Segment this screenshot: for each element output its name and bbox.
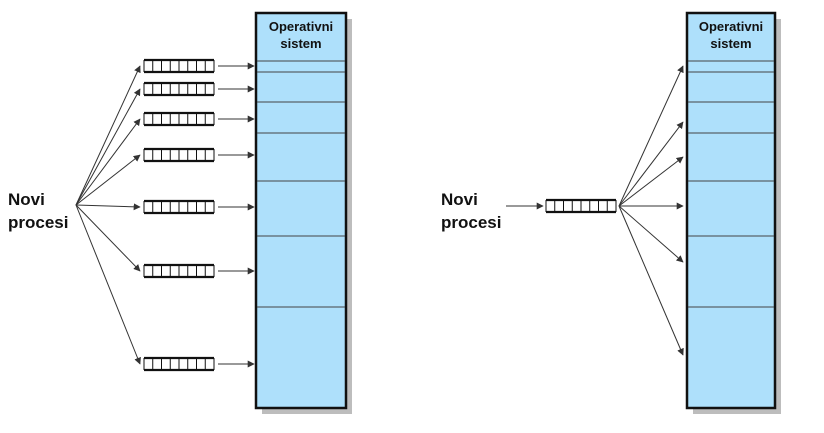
left-queues bbox=[143, 58, 255, 372]
right-panel-single-queue: Operativni sistem Novi procesi bbox=[441, 11, 781, 414]
process-queue bbox=[143, 356, 215, 372]
fan-arrow bbox=[75, 203, 141, 211]
process-queue bbox=[143, 263, 215, 279]
fan-arrow bbox=[75, 154, 141, 206]
fan-arrow bbox=[75, 65, 141, 206]
right-os-label-line2: sistem bbox=[710, 36, 751, 51]
right-memory-block bbox=[685, 11, 777, 410]
fan-arrow bbox=[618, 121, 684, 207]
left-fan-arrows bbox=[75, 65, 141, 365]
left-os-region bbox=[257, 14, 345, 61]
left-new-processes-line2: procesi bbox=[8, 213, 68, 232]
right-fan-arrows bbox=[618, 65, 684, 356]
fan-arrow bbox=[618, 65, 684, 207]
process-queue bbox=[143, 81, 215, 97]
process-queue bbox=[143, 111, 215, 127]
right-new-processes-line1: Novi bbox=[441, 190, 478, 209]
process-queue bbox=[545, 198, 617, 214]
fan-arrow bbox=[75, 88, 141, 206]
fan-arrow bbox=[618, 205, 684, 356]
left-partition-lines bbox=[257, 60, 345, 308]
process-queue bbox=[143, 199, 215, 215]
fan-arrow bbox=[75, 204, 141, 365]
fan-arrow bbox=[75, 118, 141, 206]
left-os-label-line2: sistem bbox=[280, 36, 321, 51]
left-panel-multiple-queues: Operativni sistem Novi procesi bbox=[8, 11, 352, 414]
left-new-processes-line1: Novi bbox=[8, 190, 45, 209]
right-partition-lines bbox=[688, 60, 774, 308]
right-os-label-line1: Operativni bbox=[699, 19, 763, 34]
process-queue bbox=[143, 147, 215, 163]
right-new-processes-line2: procesi bbox=[441, 213, 501, 232]
left-os-label-line1: Operativni bbox=[269, 19, 333, 34]
fan-arrow bbox=[618, 156, 684, 207]
left-memory-block bbox=[254, 11, 348, 410]
right-queue bbox=[545, 198, 617, 214]
fan-arrow bbox=[618, 205, 684, 263]
process-queue bbox=[143, 58, 215, 74]
fan-arrow bbox=[75, 204, 141, 272]
